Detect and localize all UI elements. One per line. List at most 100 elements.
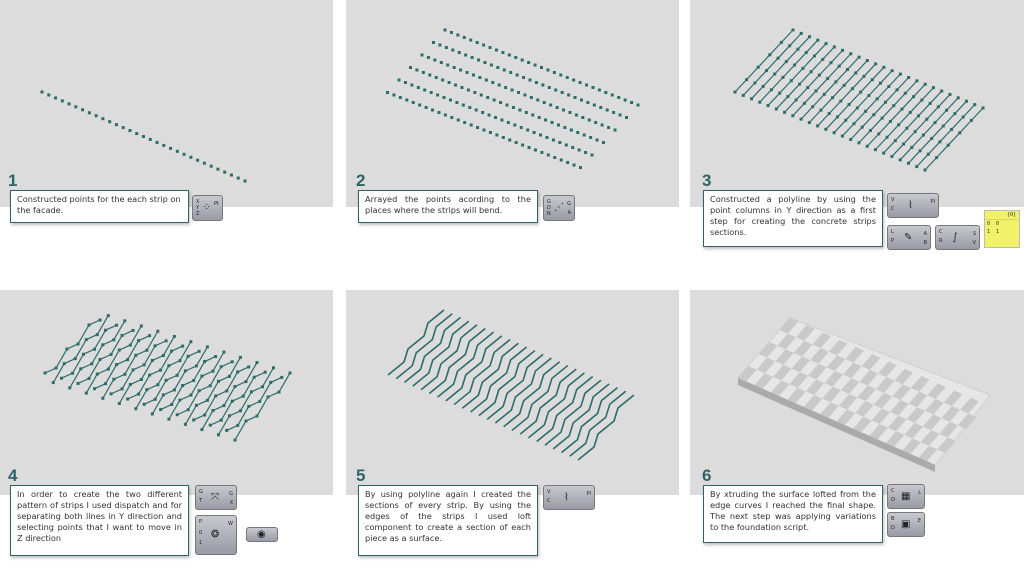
input-port[interactable]: N xyxy=(547,211,551,217)
output-port[interactable]: G xyxy=(567,201,571,207)
input-port[interactable]: R xyxy=(939,237,943,244)
point xyxy=(258,399,262,403)
point xyxy=(464,53,468,57)
output-port[interactable]: A xyxy=(567,210,571,216)
input-port[interactable]: O xyxy=(891,496,895,503)
input-port[interactable]: X xyxy=(196,199,200,205)
point xyxy=(527,61,531,64)
point xyxy=(211,409,215,413)
point xyxy=(456,118,460,122)
strip-polyline xyxy=(850,77,910,140)
point xyxy=(849,137,853,141)
output-port[interactable]: L xyxy=(918,490,921,496)
input-port[interactable]: C xyxy=(891,488,895,494)
output-port[interactable]: G xyxy=(229,491,233,497)
input-port[interactable]: G xyxy=(547,199,551,205)
surface-fold xyxy=(873,392,893,409)
point xyxy=(837,64,841,68)
point xyxy=(514,56,518,59)
point xyxy=(236,370,240,374)
input-port[interactable]: V xyxy=(547,489,551,495)
point xyxy=(533,148,537,152)
surface-fold xyxy=(820,402,839,418)
input-port[interactable]: Z xyxy=(196,211,200,217)
input-port[interactable]: P xyxy=(199,519,203,525)
input-port[interactable]: 1 xyxy=(199,540,203,547)
point xyxy=(416,86,420,89)
output-port[interactable]: X xyxy=(229,499,233,506)
surface-fold xyxy=(826,355,846,371)
point xyxy=(918,149,922,153)
point xyxy=(181,344,185,348)
input-port[interactable]: B xyxy=(891,516,895,522)
point xyxy=(142,402,146,406)
point xyxy=(94,114,98,118)
point xyxy=(170,403,174,407)
input-port[interactable]: G xyxy=(199,489,203,495)
point xyxy=(544,118,548,122)
output-port[interactable]: E xyxy=(917,518,921,524)
output-port[interactable]: V xyxy=(972,239,976,246)
point xyxy=(513,123,517,127)
point xyxy=(145,388,149,392)
point xyxy=(829,61,833,65)
point xyxy=(121,126,125,130)
output-port[interactable]: A xyxy=(923,231,927,237)
point xyxy=(564,143,568,147)
point xyxy=(450,116,454,119)
point xyxy=(230,360,234,364)
point xyxy=(211,369,215,373)
output-port[interactable]: B xyxy=(923,239,927,246)
input-port[interactable]: C xyxy=(891,205,895,212)
point xyxy=(483,61,487,64)
point xyxy=(74,105,78,109)
point xyxy=(145,348,149,352)
point xyxy=(854,71,858,75)
point xyxy=(938,140,942,144)
input-port[interactable]: C xyxy=(939,229,943,235)
input-port[interactable]: 0 xyxy=(199,529,203,536)
input-port[interactable]: C xyxy=(547,497,551,504)
input-port[interactable]: V xyxy=(891,197,895,203)
point xyxy=(613,128,617,132)
input-port[interactable]: D xyxy=(891,524,895,531)
data-panel[interactable]: {0} 0 0 1 1 xyxy=(984,210,1020,248)
strip-polyline xyxy=(924,107,984,171)
output-port[interactable]: Pl xyxy=(930,199,935,205)
output-port[interactable]: W xyxy=(228,521,233,527)
point xyxy=(183,422,187,426)
point xyxy=(890,154,894,158)
surface-fold xyxy=(885,431,905,447)
point xyxy=(571,146,575,149)
output-port[interactable]: S xyxy=(972,231,976,237)
output-port[interactable]: Pt xyxy=(214,201,219,207)
strip-section xyxy=(387,309,445,376)
point xyxy=(429,91,433,94)
input-port[interactable]: P xyxy=(891,237,895,244)
point xyxy=(545,136,549,139)
surface-fold xyxy=(777,333,797,350)
point xyxy=(51,381,55,385)
gh-component[interactable]: ◉ xyxy=(246,527,278,542)
input-port[interactable]: L xyxy=(891,229,894,235)
input-port[interactable]: T xyxy=(199,497,203,504)
input-port[interactable]: Y xyxy=(196,205,200,211)
strip-section xyxy=(420,324,478,391)
input-port[interactable]: D xyxy=(547,205,551,211)
point xyxy=(101,117,105,121)
point xyxy=(816,38,820,42)
point xyxy=(189,340,193,344)
point xyxy=(831,96,835,100)
point xyxy=(437,111,441,114)
output-port[interactable]: Pl xyxy=(586,491,591,497)
